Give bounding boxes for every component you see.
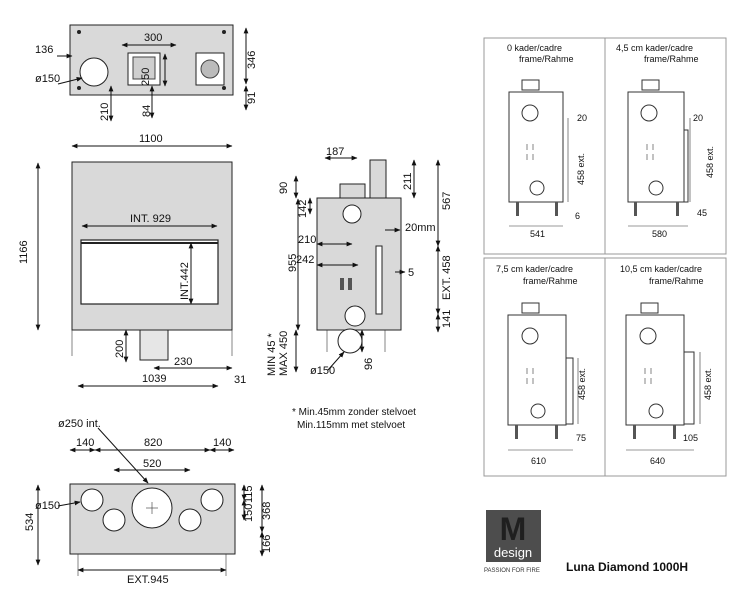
front-glass-opening [80,239,219,305]
dim-bottom-d150: ø150 [35,500,60,512]
dim-front-230: 230 [174,356,192,368]
bottom-hole-right-bottom [178,508,202,532]
side-view: 187 90 142 211 567 210 20mm 242 955 5 EX… [266,146,453,377]
frame-panel-2-v6: 75 [576,433,586,443]
frame-panel-1-title-b: frame/Rahme [644,54,699,64]
dim-side-142: 142 [297,200,309,218]
dim-front-200: 200 [114,340,126,358]
frame-panel-0-v458: 458 ext. [576,153,586,185]
dim-top-136: 136 [35,44,53,56]
dim-bottom-ext945: EXT.945 [127,574,169,586]
dim-bottom-140b: 140 [213,437,231,449]
dim-side-min45: MIN 45 * [266,332,278,376]
side-flue-d150 [337,328,363,354]
dim-front-int442: INT.442 [179,262,191,300]
frame-panel-1-title-a: 4,5 cm kader/cadre [616,43,693,53]
dim-front-1166: 1166 [18,240,30,264]
logo-word: design [494,545,532,560]
frame-panel-0-title-a: 0 kader/cadre [507,43,562,53]
dim-front-31: 31 [234,374,246,386]
frame-panel-2-title-a: 7,5 cm kader/cadre [496,264,573,274]
side-chimney-top [369,159,387,201]
frame-panel-3-width: 640 [650,456,665,466]
frame-panel-0-title-b: frame/Rahme [519,54,574,64]
frame-panel-7-5cm: 7,5 cm kader/cadre frame/Rahme 458 ext. … [496,264,587,466]
dim-side-d150: ø150 [310,365,335,377]
dim-side-242: 242 [296,254,314,266]
frame-panel-4-5cm: 4,5 cm kader/cadre frame/Rahme 20 458 ex… [616,43,715,239]
frame-panel-3-v458: 458 ext. [703,368,713,400]
dim-bottom-534: 534 [24,513,36,531]
dim-side-5: 5 [408,267,414,279]
frame-panel-1-v6: 45 [697,208,707,218]
bottom-view: ø250 int. 140 820 140 520 ø150 534 115 1… [24,418,273,586]
dim-bottom-d250: ø250 int. [58,418,101,430]
dim-side-20mm: 20mm [405,222,436,234]
dim-side-96: 96 [363,358,375,370]
frame-panel-0-width: 541 [530,229,545,239]
dim-top-84: 84 [141,105,153,117]
frame-panel-2-width: 610 [531,456,546,466]
dim-top-300: 300 [144,32,162,44]
top-flue-hole-150 [79,57,109,87]
brand-logo: M design PASSION FOR FIRE [484,510,541,574]
dim-top-210: 210 [99,103,111,121]
dim-side-955: 955 [287,254,299,272]
frame-panel-3-title-a: 10,5 cm kader/cadre [620,264,702,274]
top-view: 300 136 ø150 250 346 91 210 84 [35,24,258,122]
dim-front-1100: 1100 [139,133,163,145]
frame-panel-1-v20: 20 [693,113,703,123]
dim-side-211: 211 [402,172,414,190]
dim-side-ext458: EXT. 458 [441,255,453,300]
dim-side-187: 187 [326,146,344,158]
frame-panel-10-5cm: 10,5 cm kader/cadre frame/Rahme 458 ext.… [620,264,713,466]
frame-panel-2-v458: 458 ext. [577,368,587,400]
frame-panel-0cm: 0 kader/cadre frame/Rahme 20 458 ext. 6 … [507,43,587,239]
dim-bottom-368: 368 [261,502,273,520]
dim-front-int929: INT. 929 [130,213,171,225]
dim-bottom-140a: 140 [76,437,94,449]
m-design-logo-block [486,510,541,562]
bottom-hole-left-bottom [102,508,126,532]
dim-front-1039: 1039 [142,373,166,385]
dim-side-90: 90 [278,182,290,194]
frame-panel-0-v20: 20 [577,113,587,123]
dim-bottom-520: 520 [143,458,161,470]
dim-side-210: 210 [298,234,316,246]
logo-tagline: PASSION FOR FIRE [484,568,540,574]
dim-top-346: 346 [246,51,258,69]
frame-panel-3-title-b: frame/Rahme [649,276,704,286]
dim-bottom-115: 115 [243,485,255,503]
frame-panel-2-title-b: frame/Rahme [523,276,578,286]
bottom-hole-right-top [200,488,224,512]
frame-panel-1-width: 580 [652,229,667,239]
product-title: Luna Diamond 1000H [566,560,688,574]
dim-top-250: 250 [140,68,152,86]
logo-letter: M [500,511,527,547]
frame-panel-1-v458: 458 ext. [705,146,715,178]
bottom-hole-left-top [80,488,104,512]
side-flue-collar [339,183,366,199]
dim-side-567: 567 [441,192,453,210]
dim-top-91: 91 [246,92,258,104]
dim-side-max450: MAX 450 [278,331,290,376]
footnote-line-1: * Min.45mm zonder stelvoet [292,407,416,418]
dim-side-141: 141 [441,310,453,328]
dim-bottom-820: 820 [144,437,162,449]
dim-bottom-150: 150 [243,504,255,522]
front-flue-pipe [139,329,169,361]
frame-panel-3-v6: 105 [683,433,698,443]
dim-bottom-166: 166 [261,535,273,553]
dim-top-d150: ø150 [35,73,60,85]
frame-panel-0-v6: 6 [575,211,580,221]
front-view: 1100 1166 INT. 929 INT.442 200 230 1039 … [18,133,246,389]
footnote-line-2: Min.115mm met stelvoet [297,420,405,431]
